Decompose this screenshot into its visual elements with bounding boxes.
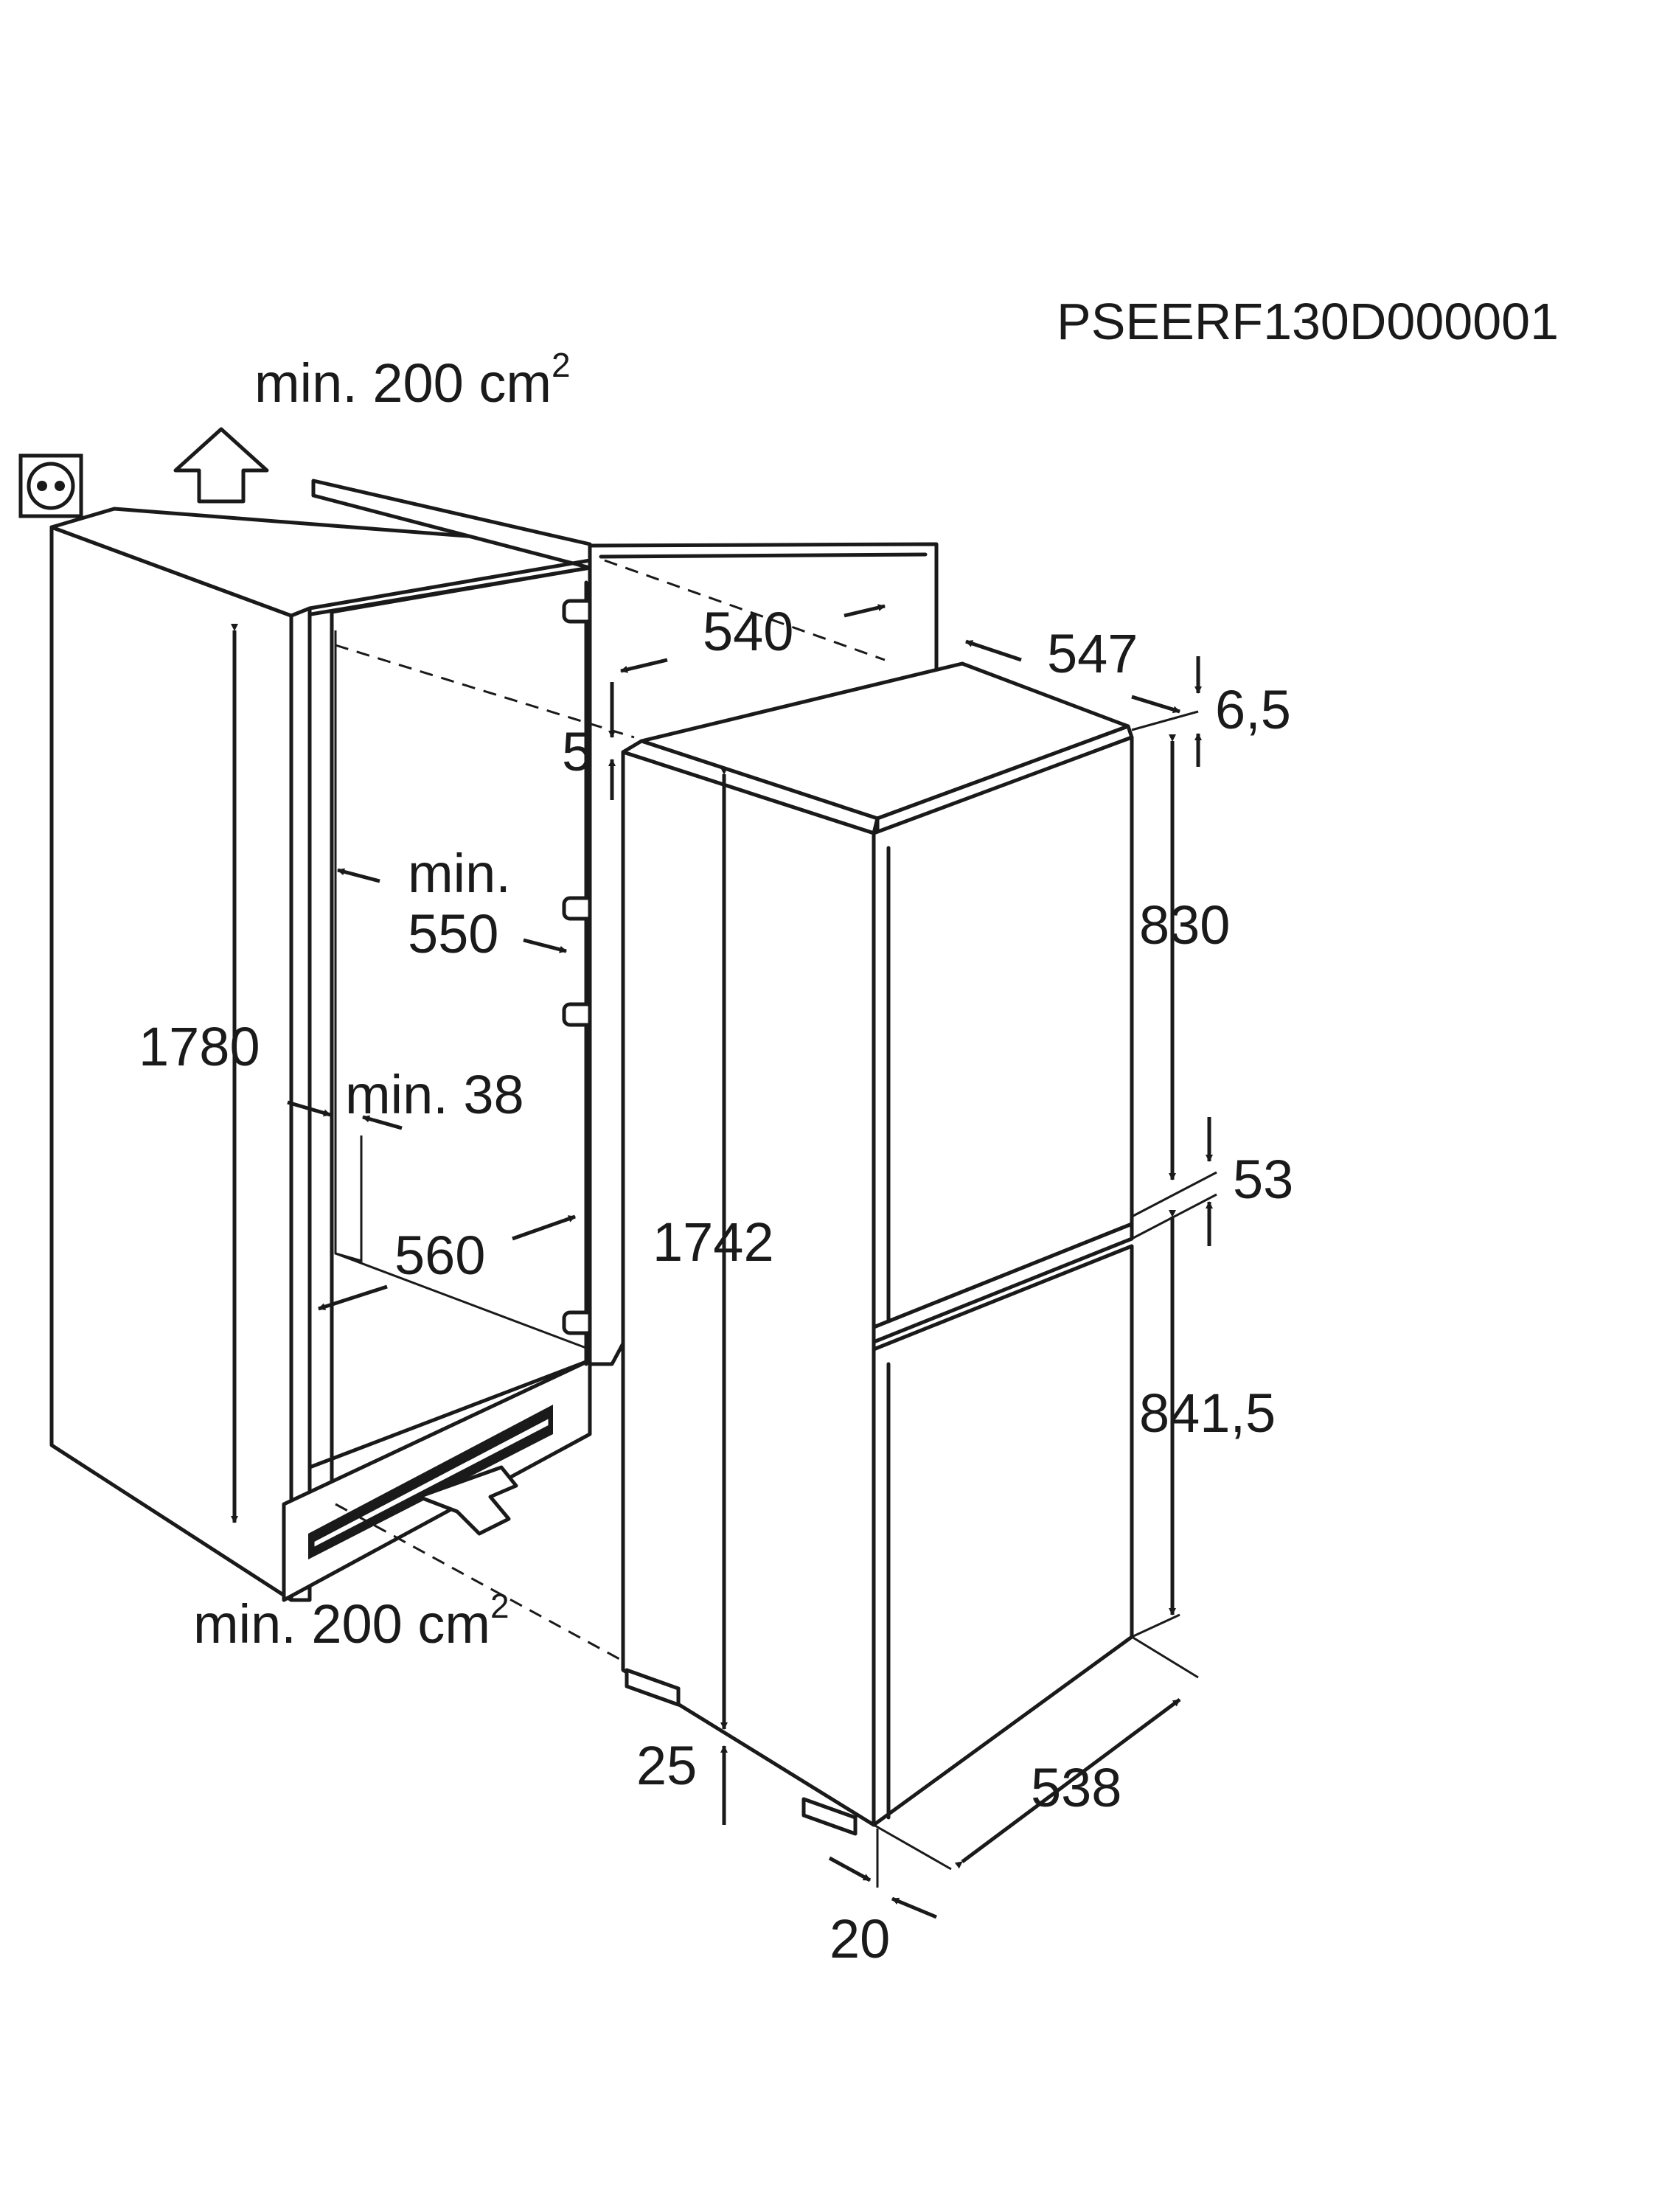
projection-lines (335, 559, 886, 1660)
niche-cabinet (49, 479, 592, 1602)
niche-depth-min-label: min. (408, 843, 511, 904)
document-code: PSEERF130D000001 (1057, 293, 1559, 350)
airflow-up-arrow-icon (173, 427, 269, 504)
vent-top-value: min. 200 cm (254, 352, 552, 414)
base-height-label: 25 (636, 1735, 697, 1796)
niche-width-label: 560 (394, 1225, 485, 1286)
niche-depth-value-label: 550 (408, 903, 498, 964)
svg-text:min. 200 cm2: min. 200 cm2 (193, 1587, 509, 1655)
body-height-label: 1742 (653, 1211, 774, 1273)
vent-bottom-sup: 2 (490, 1587, 509, 1625)
door-gap-label: 53 (1233, 1149, 1293, 1210)
door-offset-label: 20 (830, 1908, 890, 1969)
appliance-width-label: 538 (1031, 1757, 1121, 1818)
top-depth-label: 540 (703, 601, 793, 662)
airflow-in-arrow-icon (417, 1465, 518, 1536)
dimension-lines (231, 604, 1217, 1919)
vent-top-sup: 2 (552, 346, 571, 384)
lower-door-height-label: 841,5 (1139, 1382, 1276, 1444)
door-depth-label: 547 (1047, 623, 1138, 684)
vent-top-label: min. 200 cm2 (254, 346, 571, 414)
niche-height-label: 1780 (139, 1016, 260, 1077)
top-offset-label: 6,5 (1215, 679, 1291, 740)
vent-bottom-label: min. 200 cm2 (193, 1587, 509, 1655)
vent-bottom-value: min. 200 cm (193, 1593, 490, 1655)
top-gap-label: 5 (562, 721, 592, 782)
appliance (621, 661, 1134, 1836)
power-socket-icon (18, 453, 83, 518)
svg-text:min. 200 cm2: min. 200 cm2 (254, 346, 571, 414)
niche-side-gap-label: min. 38 (345, 1064, 524, 1125)
upper-door-height-label: 830 (1139, 894, 1230, 956)
